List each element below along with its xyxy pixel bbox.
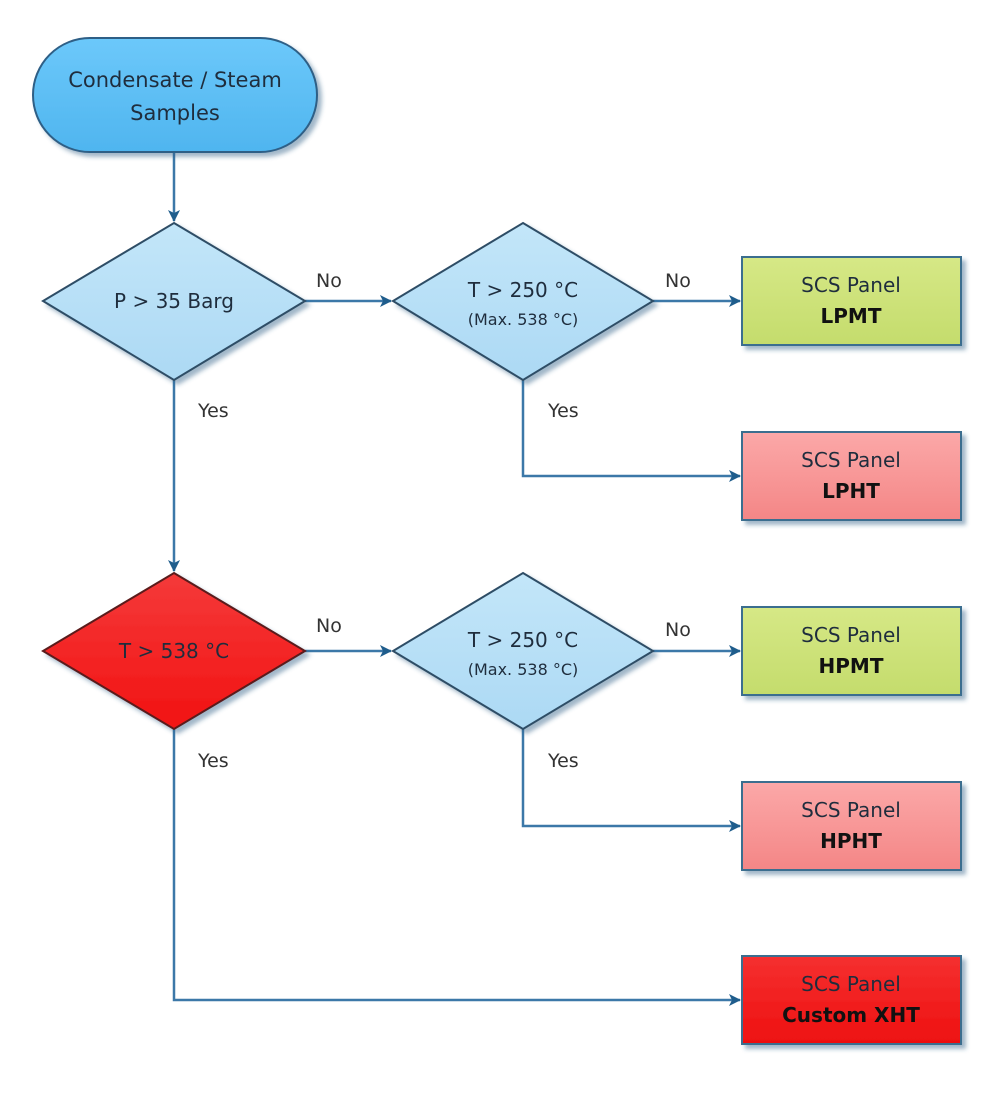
edge-label-extreme-no: No — [316, 615, 342, 637]
decision-temp-lp-line1: T > 250 °C — [467, 278, 578, 302]
panel-hpht-line2: HPHT — [820, 829, 882, 853]
start-label-line1: Condensate / Steam — [68, 68, 282, 92]
panel-hpmt-line1: SCS Panel — [801, 623, 901, 647]
panel-hpmt — [741, 606, 962, 696]
start-label-line2: Samples — [130, 101, 220, 125]
edge-label-templp-yes: Yes — [547, 400, 579, 422]
panel-xht — [741, 955, 962, 1045]
panel-hpht — [741, 781, 962, 871]
start-terminal — [32, 37, 318, 153]
decision-temp-hp — [391, 571, 655, 731]
decision-temp-hp-line2: (Max. 538 °C) — [468, 660, 579, 679]
panel-xht-line1: SCS Panel — [801, 972, 901, 996]
edge-label-temphp-no: No — [665, 619, 691, 641]
edge-temphp-yes — [521, 729, 741, 832]
decision-pressure-label: P > 35 Barg — [114, 289, 234, 313]
connectors — [168, 153, 741, 1006]
panel-hpmt-line2: HPMT — [819, 654, 884, 678]
panel-lpht-line1: SCS Panel — [801, 448, 901, 472]
panel-lpmt-line2: LPMT — [821, 304, 882, 328]
decision-temp-lp-line2: (Max. 538 °C) — [468, 310, 579, 329]
edge-label-pressure-no: No — [316, 270, 342, 292]
edge-extreme-yes — [172, 729, 741, 1006]
decision-pressure — [41, 221, 307, 382]
panel-lpht-line2: LPHT — [822, 479, 880, 503]
panel-lpmt-line1: SCS Panel — [801, 273, 901, 297]
edge-label-extreme-yes: Yes — [197, 750, 229, 772]
decision-temp-lp — [391, 221, 655, 382]
panel-lpht — [741, 431, 962, 521]
decision-temp-extreme — [41, 571, 307, 731]
decision-temp-extreme-label: T > 538 °C — [118, 639, 229, 663]
edge-label-temphp-yes: Yes — [547, 750, 579, 772]
edge-label-templp-no: No — [665, 270, 691, 292]
edge-templp-yes — [521, 380, 741, 482]
panel-hpht-line1: SCS Panel — [801, 798, 901, 822]
decision-temp-hp-line1: T > 250 °C — [467, 628, 578, 652]
edge-label-pressure-yes: Yes — [197, 400, 229, 422]
panel-xht-line2: Custom XHT — [782, 1003, 920, 1027]
panel-lpmt — [741, 256, 962, 346]
